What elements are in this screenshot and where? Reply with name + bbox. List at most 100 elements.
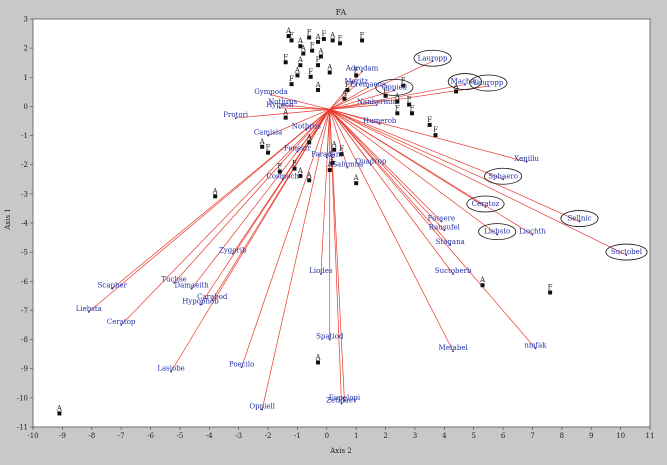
species-point (496, 233, 499, 236)
species-label: Ceratop (107, 318, 136, 326)
y-tick-label: -4 (21, 220, 28, 228)
species-point (578, 220, 581, 223)
species-point (367, 86, 369, 89)
sample-marker (401, 83, 406, 88)
species-point (267, 134, 269, 137)
species-point (525, 160, 528, 163)
x-tick-label: 6 (501, 432, 506, 440)
species-point (190, 287, 193, 290)
sample-label: F (360, 31, 365, 39)
sample-marker (289, 82, 294, 87)
sample-label: A (282, 109, 289, 117)
sample-marker (318, 54, 323, 59)
y-tick-label: 2 (24, 45, 28, 53)
y-tick-label: -3 (21, 190, 28, 198)
sample-label: A (326, 63, 333, 71)
sample-label: A (329, 31, 336, 39)
sample-label: F (395, 104, 400, 112)
species-highlight-ellipse (413, 49, 452, 67)
species-vector (173, 109, 331, 283)
sample-label: A (341, 90, 348, 98)
species-vector (329, 109, 451, 246)
plot-area (32, 18, 651, 428)
sample-marker (298, 173, 303, 178)
species-label: Poecilo (229, 360, 254, 368)
x-tick-label: 8 (560, 432, 564, 440)
species-label: Suctoberb (435, 267, 472, 275)
species-highlight-ellipse (466, 195, 505, 213)
species-point (240, 366, 243, 369)
y-tick-label: -8 (21, 336, 28, 344)
species-point (234, 117, 237, 119)
species-label: Nothrus (292, 123, 322, 131)
x-tick-label: 5 (471, 432, 475, 440)
species-label: Nanhermia (357, 98, 397, 106)
y-tick-label: -5 (21, 249, 28, 257)
x-tick-label: 0 (325, 432, 329, 440)
sample-marker (433, 133, 438, 138)
sample-marker (407, 102, 412, 107)
sample-marker (266, 150, 271, 155)
species-label: Hypoch (266, 101, 294, 109)
species-vector (329, 109, 348, 168)
species-label: nmfak (524, 341, 547, 349)
species-point (378, 123, 381, 125)
species-vector (329, 109, 454, 352)
sample-marker (292, 166, 297, 171)
species-point (531, 233, 534, 236)
species-label: Scapher (98, 282, 128, 290)
sample-label: A (326, 161, 333, 169)
species-label: Zetidaev (326, 397, 357, 405)
species-vector (329, 104, 377, 110)
species-point (431, 60, 434, 63)
x-tick-label: -3 (235, 432, 242, 440)
species-labels: LauroppMachauLauroppOppiellXenilluSphaer… (76, 49, 648, 411)
species-highlight-ellipse (469, 74, 508, 92)
species-vector (270, 94, 330, 110)
sample-marker (213, 194, 218, 199)
sample-label: A (285, 27, 292, 35)
sample-label: F (266, 144, 271, 152)
species-vector (112, 109, 330, 289)
species-point (211, 299, 214, 302)
species-point (346, 166, 349, 169)
species-label: Nothrus (268, 98, 298, 106)
species-point (270, 93, 272, 96)
sample-label: F (283, 53, 288, 61)
species-label: Liodes (309, 267, 333, 275)
sample-marker (330, 38, 335, 43)
species-label: Fossere (428, 215, 456, 223)
chart-title: FA (336, 8, 347, 17)
species-label: Zygorib (219, 247, 247, 255)
species-label: Liochth (519, 228, 546, 236)
species-point (199, 303, 202, 306)
sample-label: A (297, 167, 304, 175)
sample-label: F (427, 116, 432, 124)
species-label: Protori (223, 111, 249, 119)
sample-marker (339, 152, 344, 157)
sample-marker (315, 39, 320, 44)
sample-marker (383, 93, 388, 98)
species-label: Ceratoz (472, 200, 500, 208)
species-label: Tuchse (161, 276, 186, 284)
species-vector (279, 107, 330, 110)
sample-label: A (294, 66, 301, 74)
x-tick-label: -1 (294, 432, 301, 440)
sample-marker (548, 290, 553, 295)
species-vector (329, 109, 527, 163)
x-tick-label: 10 (616, 432, 625, 440)
species-label: Damaeith (175, 282, 210, 290)
sample-label: F (433, 126, 438, 134)
sample-marker (410, 111, 415, 116)
species-vector (282, 104, 330, 110)
species-point (281, 104, 284, 106)
sample-marker (480, 283, 485, 288)
y-tick-label: -6 (21, 278, 28, 286)
sample-marker (283, 115, 288, 120)
x-tick-label: 11 (646, 432, 655, 440)
sample-marker (295, 73, 300, 78)
sample-marker (454, 89, 459, 94)
